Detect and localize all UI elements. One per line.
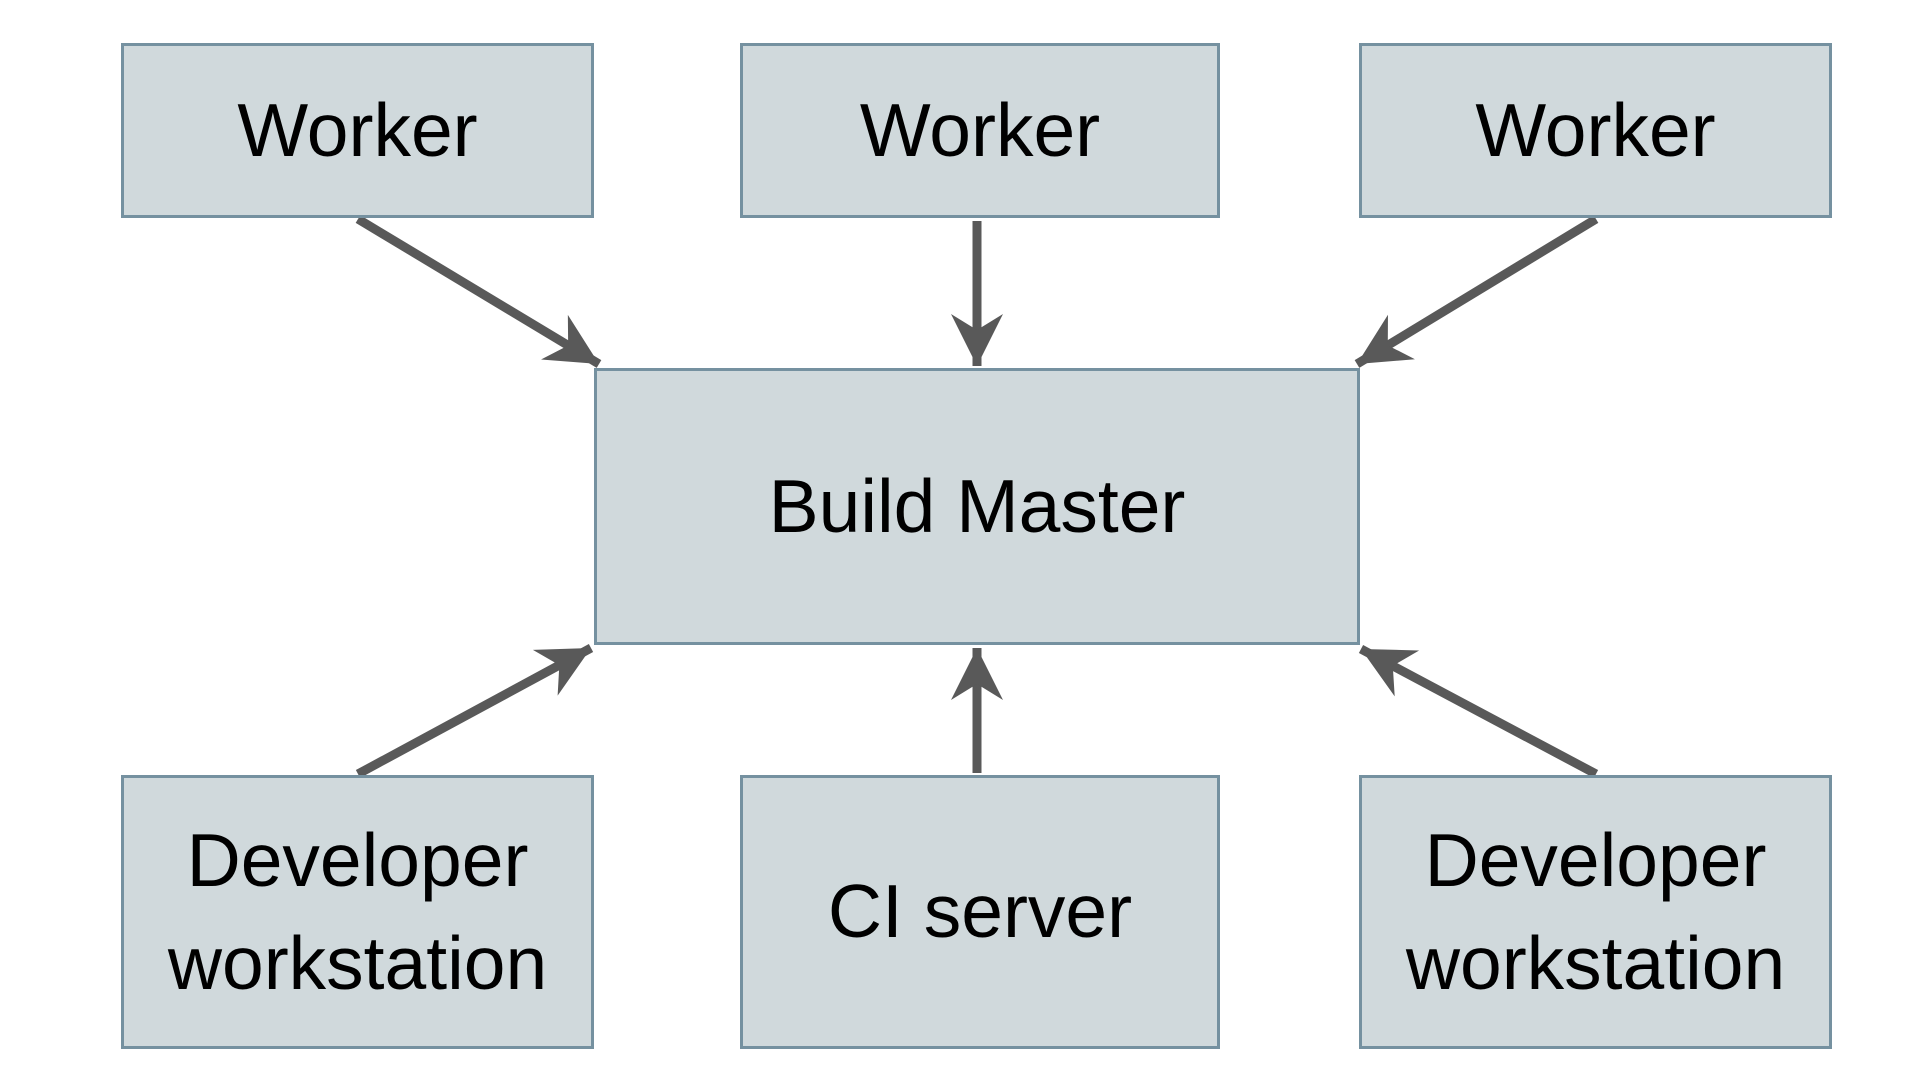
- arrow-dev-workstation-left-to-build-master: [355, 644, 594, 778]
- node-worker-center: Worker: [740, 43, 1220, 218]
- node-worker-right-label: Worker: [1475, 87, 1716, 172]
- node-ci-server-label: CI server: [827, 869, 1133, 954]
- node-worker-right: Worker: [1359, 43, 1832, 218]
- node-worker-left: Worker: [121, 43, 594, 218]
- node-developer-workstation-left: Developer workstation: [121, 775, 594, 1049]
- arrow-dev-workstation-right-to-build-master: [1358, 645, 1599, 778]
- node-developer-workstation-right: Developer workstation: [1359, 775, 1832, 1049]
- node-worker-left-label: Worker: [237, 87, 478, 172]
- node-developer-workstation-left-label: Developer workstation: [167, 817, 548, 1006]
- node-developer-workstation-right-label: Developer workstation: [1405, 817, 1786, 1006]
- arrow-worker-left-to-build-master: [355, 215, 602, 368]
- node-build-master: Build Master: [594, 368, 1360, 645]
- arrow-worker-right-to-build-master: [1354, 215, 1599, 368]
- node-ci-server: CI server: [740, 775, 1220, 1049]
- node-build-master-label: Build Master: [768, 463, 1186, 548]
- node-worker-center-label: Worker: [859, 87, 1101, 172]
